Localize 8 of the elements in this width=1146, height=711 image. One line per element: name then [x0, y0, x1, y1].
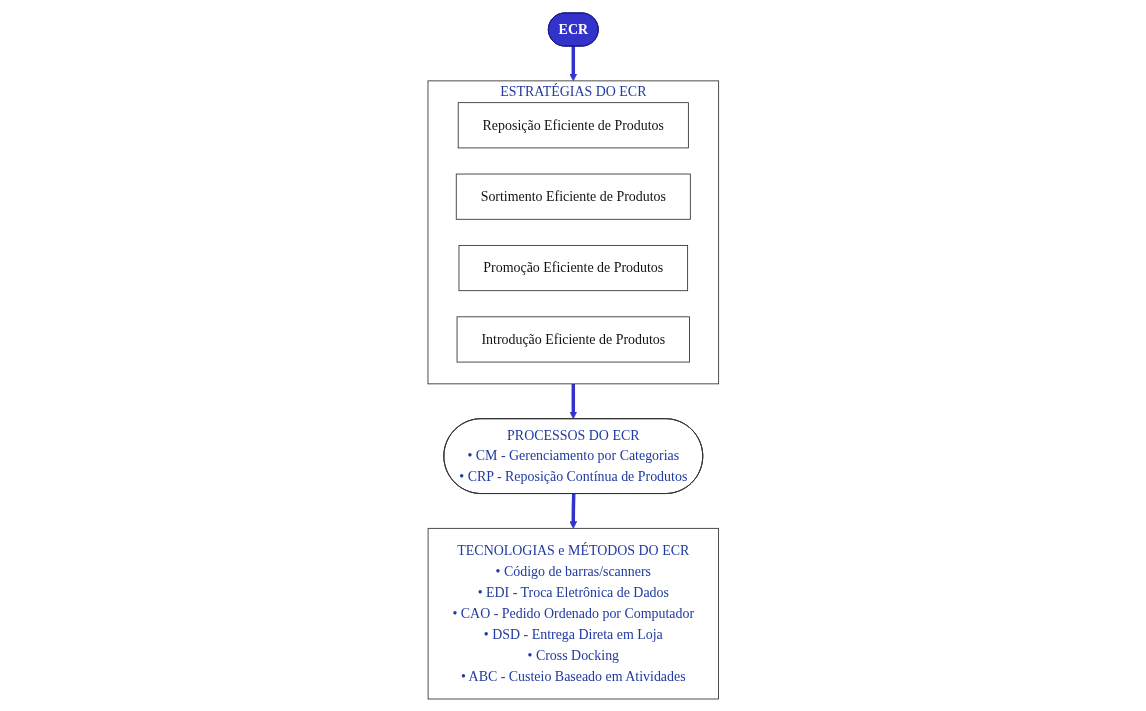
node-box: TECNOLOGIAS e MÉTODOS DO ECR • Código de barras/scanners • EDI - Troca Eletrônica de Dados • CAO - Pedido Ordenado por Computador • DSD - Entrega Direta em Loja • Cross Docking • ABC - Custeio Baseado em Atividades	[427, 527, 719, 699]
node-box: Introdução Eficiente de Produtos	[456, 315, 690, 363]
arrow	[569, 493, 577, 529]
node-box: Reposição Eficiente de Produtos	[457, 101, 689, 148]
arrow	[569, 45, 577, 81]
arrow	[569, 383, 577, 419]
node-box: Sortimento Eficiente de Produtos	[455, 173, 691, 220]
node-box: Promoção Eficiente de Produtos	[458, 244, 688, 291]
